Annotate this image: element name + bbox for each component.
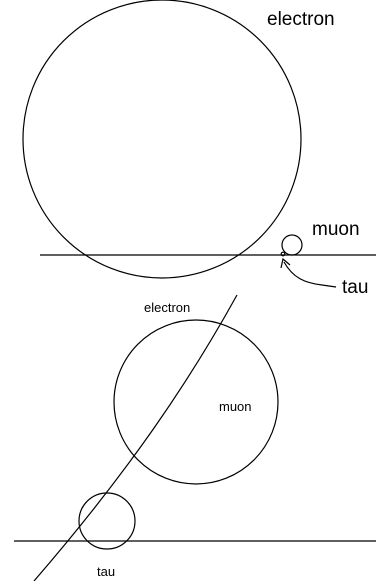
muon-label: muon <box>312 219 360 240</box>
bottom-panel: electron muon tau <box>14 294 376 581</box>
tau-pointer-arrowhead <box>280 257 291 269</box>
tau-circle <box>78 492 136 550</box>
tau-label: tau <box>342 277 368 298</box>
electron-label: electron <box>267 9 335 30</box>
electron-label: electron <box>144 300 190 315</box>
tau-dot <box>280 251 286 257</box>
muon-label: muon <box>219 399 252 414</box>
tau-label: tau <box>97 564 115 579</box>
electron-arc <box>33 294 238 581</box>
muon-circle <box>281 234 303 256</box>
electron-circle <box>22 0 302 279</box>
tau-pointer-arrow <box>283 261 337 288</box>
muon-circle <box>113 319 279 485</box>
top-panel: electron muon tau <box>22 0 376 298</box>
